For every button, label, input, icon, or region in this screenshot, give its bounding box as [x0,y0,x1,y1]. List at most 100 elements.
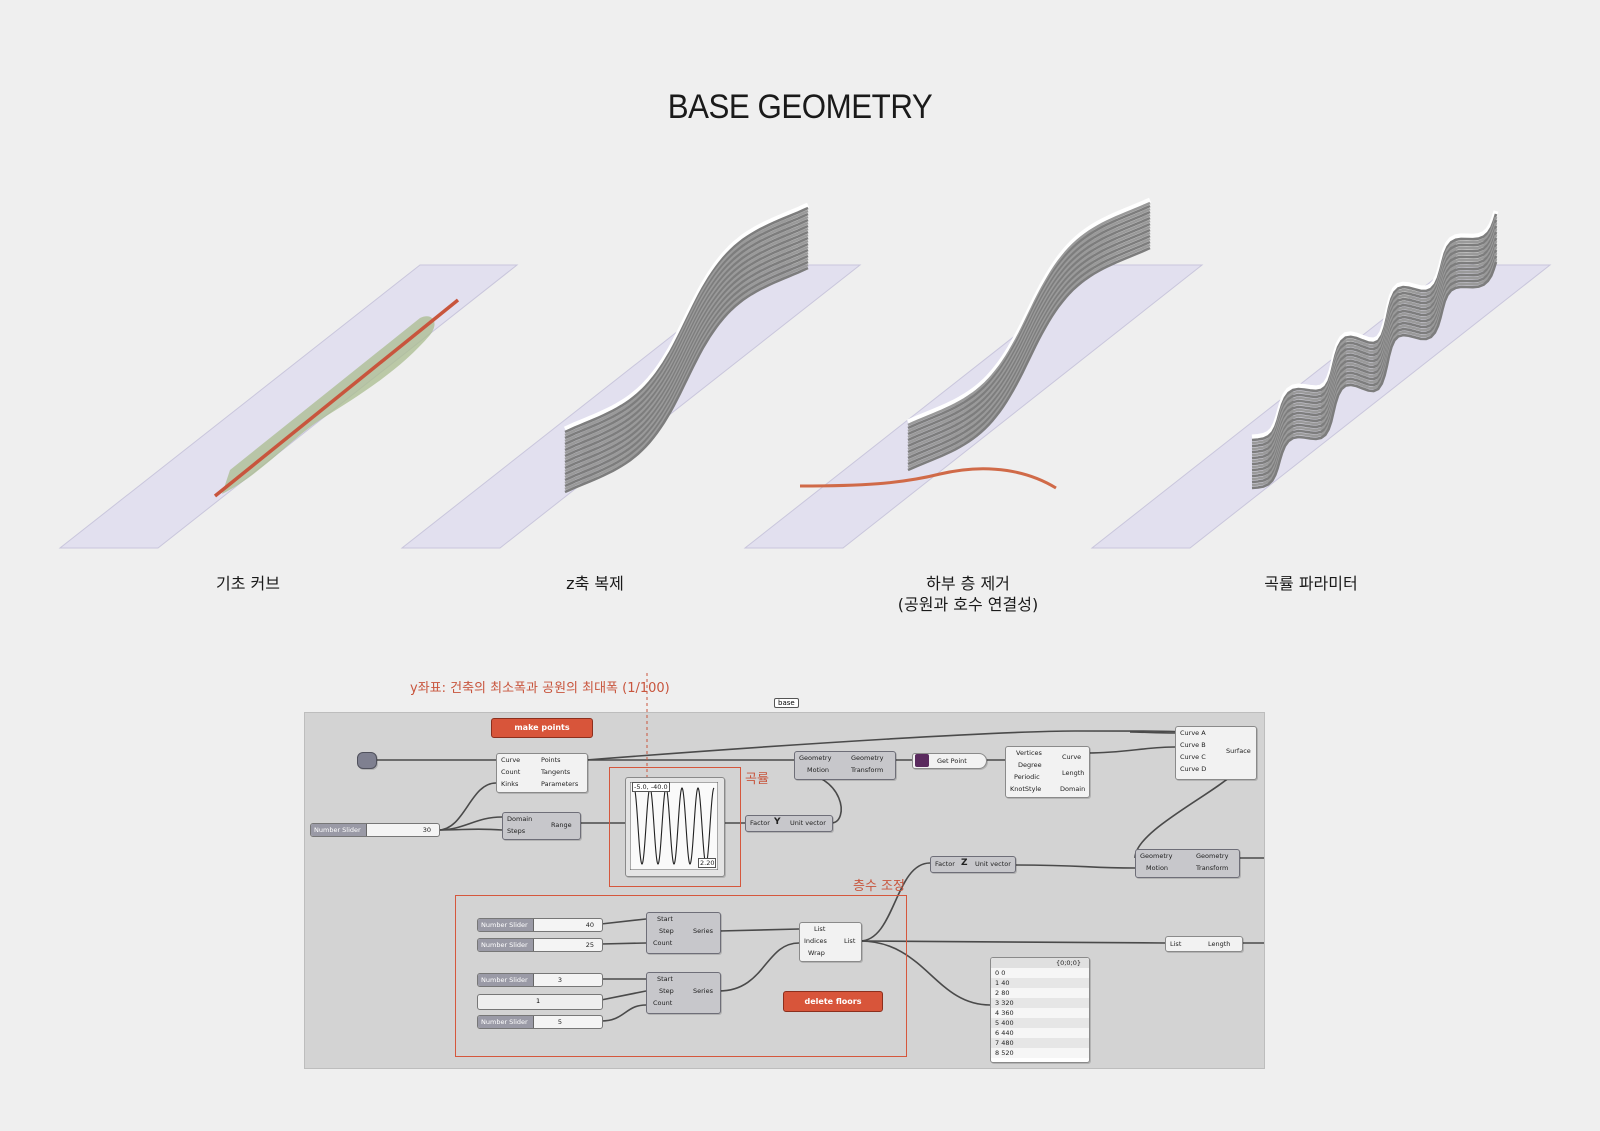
list-length-node[interactable]: List Length [1165,936,1243,952]
slab-layer [907,237,1151,463]
slab-layer [563,202,810,432]
slab-layer [1251,234,1498,463]
step-2-illustration [400,202,862,549]
unit-y-node[interactable]: Factor Y Unit vector [745,815,833,832]
slab-layer [564,221,809,449]
wire [718,928,800,932]
curvature-group [609,767,741,887]
delete-floors-button[interactable]: delete floors [783,991,883,1012]
make-points-button[interactable]: make points [491,718,593,738]
step-1-illustration [58,264,519,549]
slab-layer [1251,255,1498,484]
surface-node[interactable]: Curve A Curve B Curve C Curve D Surface [1175,726,1257,780]
slab-layer [907,234,1151,460]
slab-layer [907,246,1151,472]
slab-layer [564,212,809,440]
panel-row: 3 320 [991,998,1089,1008]
panel-row: 6 440 [991,1028,1089,1038]
number-slider-3[interactable]: Number Slider 3 [477,973,603,987]
slab-layer [1251,213,1498,442]
number-slider-40[interactable]: Number Slider 40 [477,918,603,932]
panel-row: 8 520 [991,1048,1089,1058]
geometry-illustrations [58,197,1552,549]
slab-layer [907,213,1151,439]
get-point-icon [915,754,929,767]
panel-row: 7 480 [991,1038,1089,1048]
slab-layer [564,266,809,494]
step-caption-2: z축 복제 [515,573,675,594]
wire [1087,746,1176,754]
slab-layer [1251,249,1498,478]
wire [859,862,931,942]
slab-layer [1251,222,1498,451]
stacked-slabs [906,197,1152,472]
get-point-node[interactable]: Get Point [912,753,987,769]
slab-layer [907,222,1151,448]
slab-layer [907,228,1151,454]
slab-layer [907,219,1151,445]
series-node-1[interactable]: Start Step Count Series [646,912,721,954]
panel-row: 2 80 [991,988,1089,998]
graph-mapper-node[interactable]: -5.0, -40.0 2.20 [625,777,725,877]
slab-layer [1251,216,1498,445]
slab-layer [564,230,809,458]
slab-layer [1251,219,1498,448]
slab-layer [1251,252,1498,481]
slab-layer [1251,258,1498,487]
caption-line: (공원과 호수 연결성) [897,595,1039,614]
panel-row: 4 360 [991,1008,1089,1018]
move-node-1[interactable]: Geometry Motion Geometry Transform [794,751,896,780]
slab-layer [907,210,1151,436]
step-3-illustration [743,197,1204,549]
cull-index-node[interactable]: List Indices Wrap List [799,922,862,962]
slab-layer [1251,237,1498,466]
step-caption-1: 기초 커브 [168,573,328,594]
slab-layer [1251,231,1498,460]
slab-layer [907,231,1151,457]
divide-curve-node[interactable]: Curve Count Kinks Points Tangents Parame… [496,753,588,793]
wire [437,828,503,831]
slab-layer [1251,210,1499,440]
wire [600,918,647,925]
slab-layer [564,209,809,437]
annotation-leader [646,673,648,783]
number-slider-30[interactable]: Number Slider 30 [310,823,440,837]
slab-layer [564,251,809,479]
slab-layer [564,224,809,452]
slab-layer [1251,240,1498,469]
interpolate-node[interactable]: Vertices Degree Periodic KnotStyle Curve… [1005,746,1090,798]
curve-param-node[interactable] [357,752,377,769]
wire [859,940,991,1006]
step-caption-3: 하부 층 제거 (공원과 호수 연결성) [868,573,1068,615]
constant-panel[interactable]: 1 [477,994,603,1010]
wire [718,942,800,992]
panel-header: {0;0;0} [991,958,1089,968]
series-node-2[interactable]: Start Step Count Series [646,972,721,1014]
page-title: BASE GEOMETRY [667,88,933,126]
wire [600,990,647,1001]
grasshopper-canvas[interactable]: 곡률 층수 조정 make points Curve Count Kinks P… [304,673,1265,1069]
move-node-2[interactable]: Geometry Motion Geometry Transform [1135,849,1240,878]
slab-layer [564,257,809,485]
number-slider-25[interactable]: Number Slider 25 [477,938,603,952]
panel-row: 1 40 [991,978,1089,988]
curvature-group-label: 곡률 [745,772,769,787]
floor-adjust-group [455,895,907,1057]
wire [600,1004,647,1022]
floor-adjust-label: 층수 조정 [853,879,905,894]
unit-z-node[interactable]: Factor Z Unit vector [930,856,1016,873]
slab-layer [564,242,809,470]
slab-layer [564,206,809,434]
step-caption-4: 곡률 파라미터 [1231,573,1391,594]
slab-layer [1251,261,1498,490]
slab-layer [564,245,809,473]
slab-layer [564,248,809,476]
slab-layer [564,227,809,455]
wire [437,782,497,831]
slab-layer [1251,243,1498,472]
range-node[interactable]: Domain Steps Range [502,812,581,840]
connection-curve [799,467,1057,490]
number-slider-5[interactable]: Number Slider 5 [477,1015,603,1029]
base-curve [213,298,460,498]
